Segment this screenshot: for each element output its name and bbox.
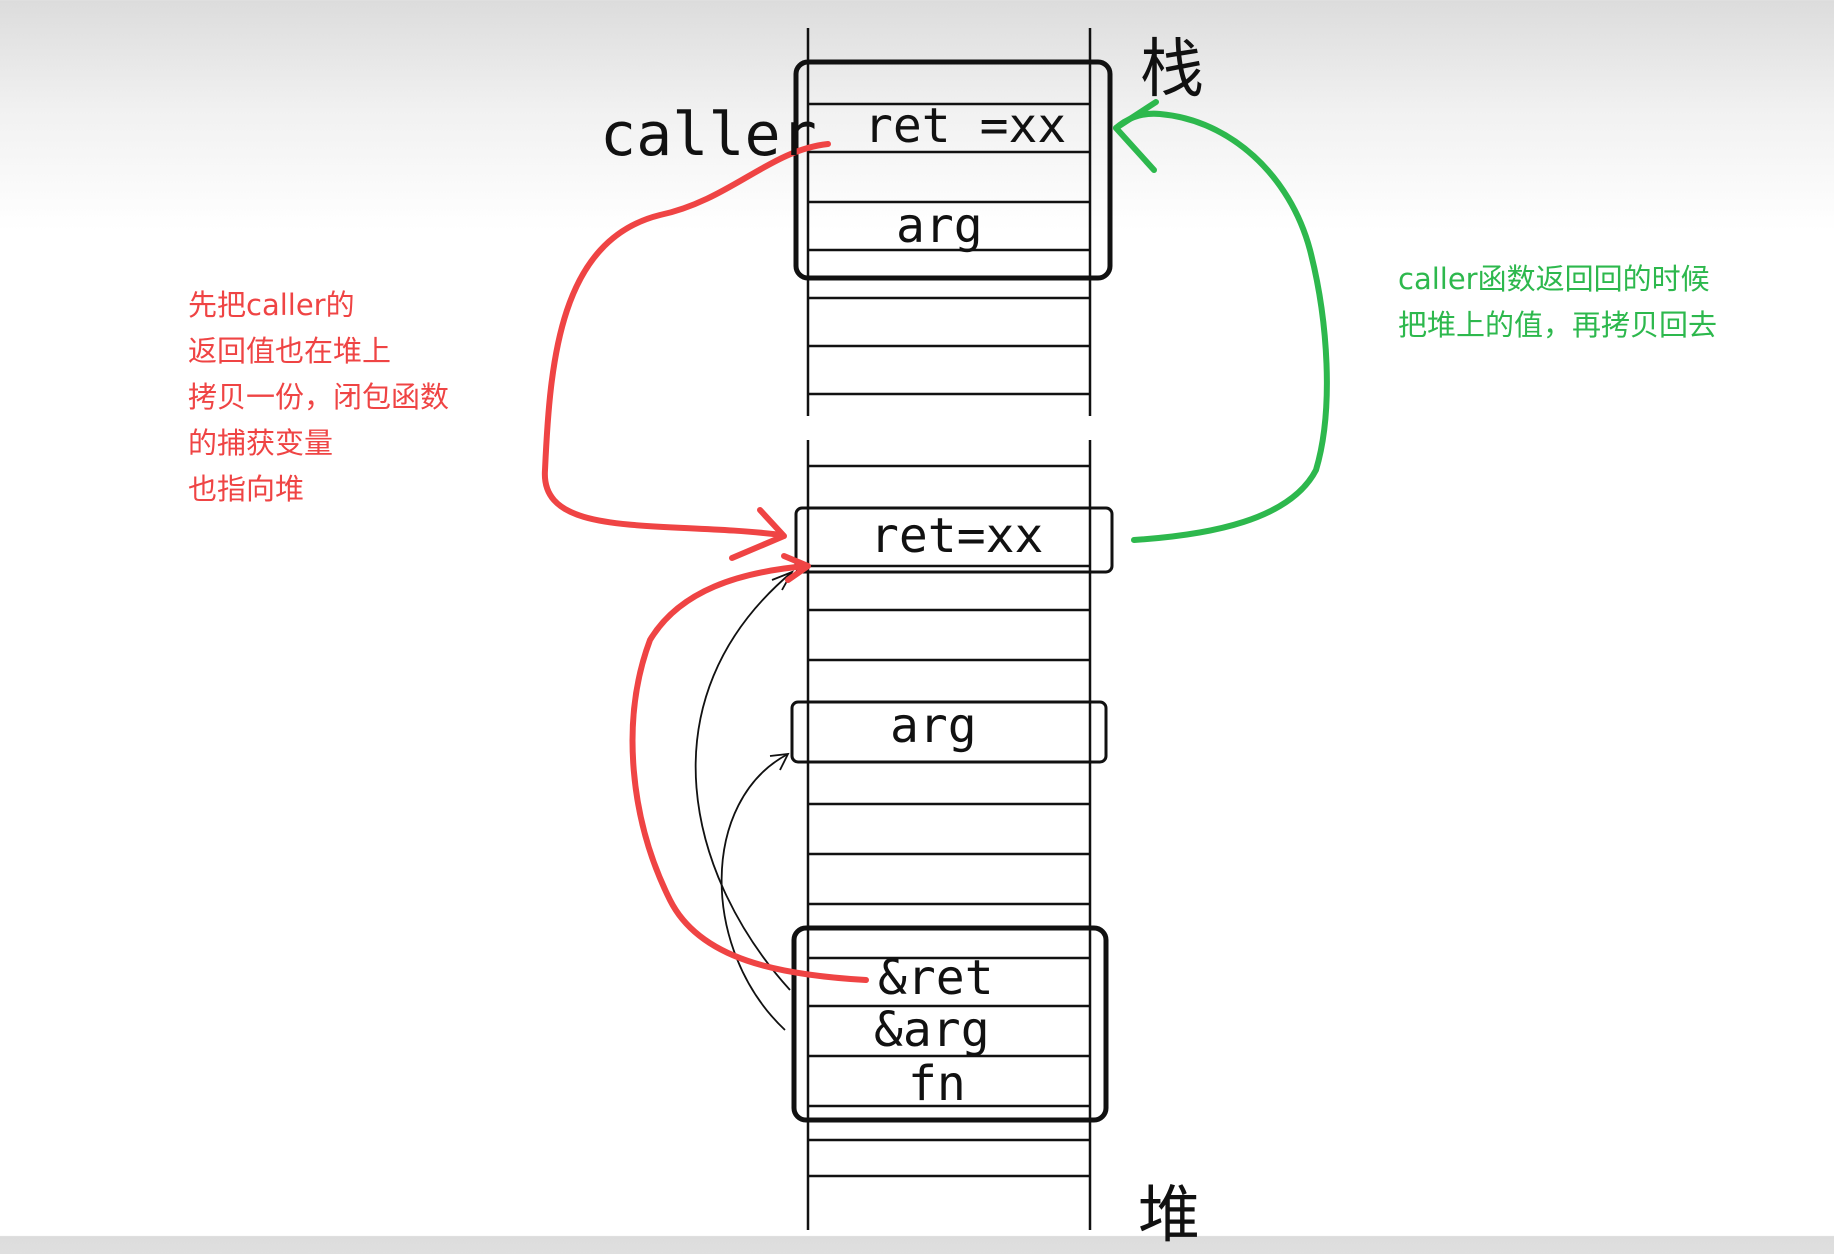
stack-column (806, 28, 1092, 416)
ref-ret-pointer-arrow (694, 571, 793, 991)
stack-arg-cell-text: arg (896, 198, 983, 254)
ref-arg-pointer-arrow (720, 753, 789, 1031)
heap-label: 堆 (1138, 1178, 1201, 1251)
heap-ret-box (794, 506, 1114, 574)
red-copy-to-heap-arrow (541, 141, 831, 538)
closure-fn-text: fn (908, 1056, 966, 1112)
heap-column (806, 440, 1092, 1230)
red-annotation: 先把caller的 返回值也在堆上 拷贝一份，闭包函数 的捕获变量 也指向堆 (188, 282, 449, 512)
green-annotation-line: 把堆上的值，再拷贝回去 (1398, 308, 1718, 342)
stack-label: 栈 (1140, 33, 1204, 107)
red-annotation-line: 先把caller的 (188, 288, 355, 322)
caller-label: caller (600, 100, 817, 170)
red-annotation-line: 返回值也在堆上 (188, 334, 392, 368)
red-capture-pointer-arrow (629, 563, 869, 983)
heap-ret-cell-text: ret=xx (870, 508, 1044, 564)
closure-ref-ret-text: &ret (878, 950, 994, 1006)
stack-ret-cell-text: ret =xx (864, 98, 1067, 154)
red-annotation-line: 也指向堆 (188, 472, 305, 506)
closure-box (791, 925, 1109, 1123)
heap-arg-box (790, 700, 1108, 764)
heap-arg-cell-text: arg (890, 698, 977, 754)
green-copy-back-arrow (1113, 110, 1330, 543)
red-annotation-line: 拷贝一份，闭包函数 (188, 380, 450, 414)
closure-ref-arg-text: &arg (874, 1002, 990, 1058)
green-annotation: caller函数返回回的时候 把堆上的值，再拷贝回去 (1398, 256, 1717, 348)
caller-frame-box (793, 59, 1113, 281)
green-annotation-line: caller函数返回回的时候 (1398, 262, 1710, 296)
red-annotation-line: 的捕获变量 (188, 426, 334, 460)
